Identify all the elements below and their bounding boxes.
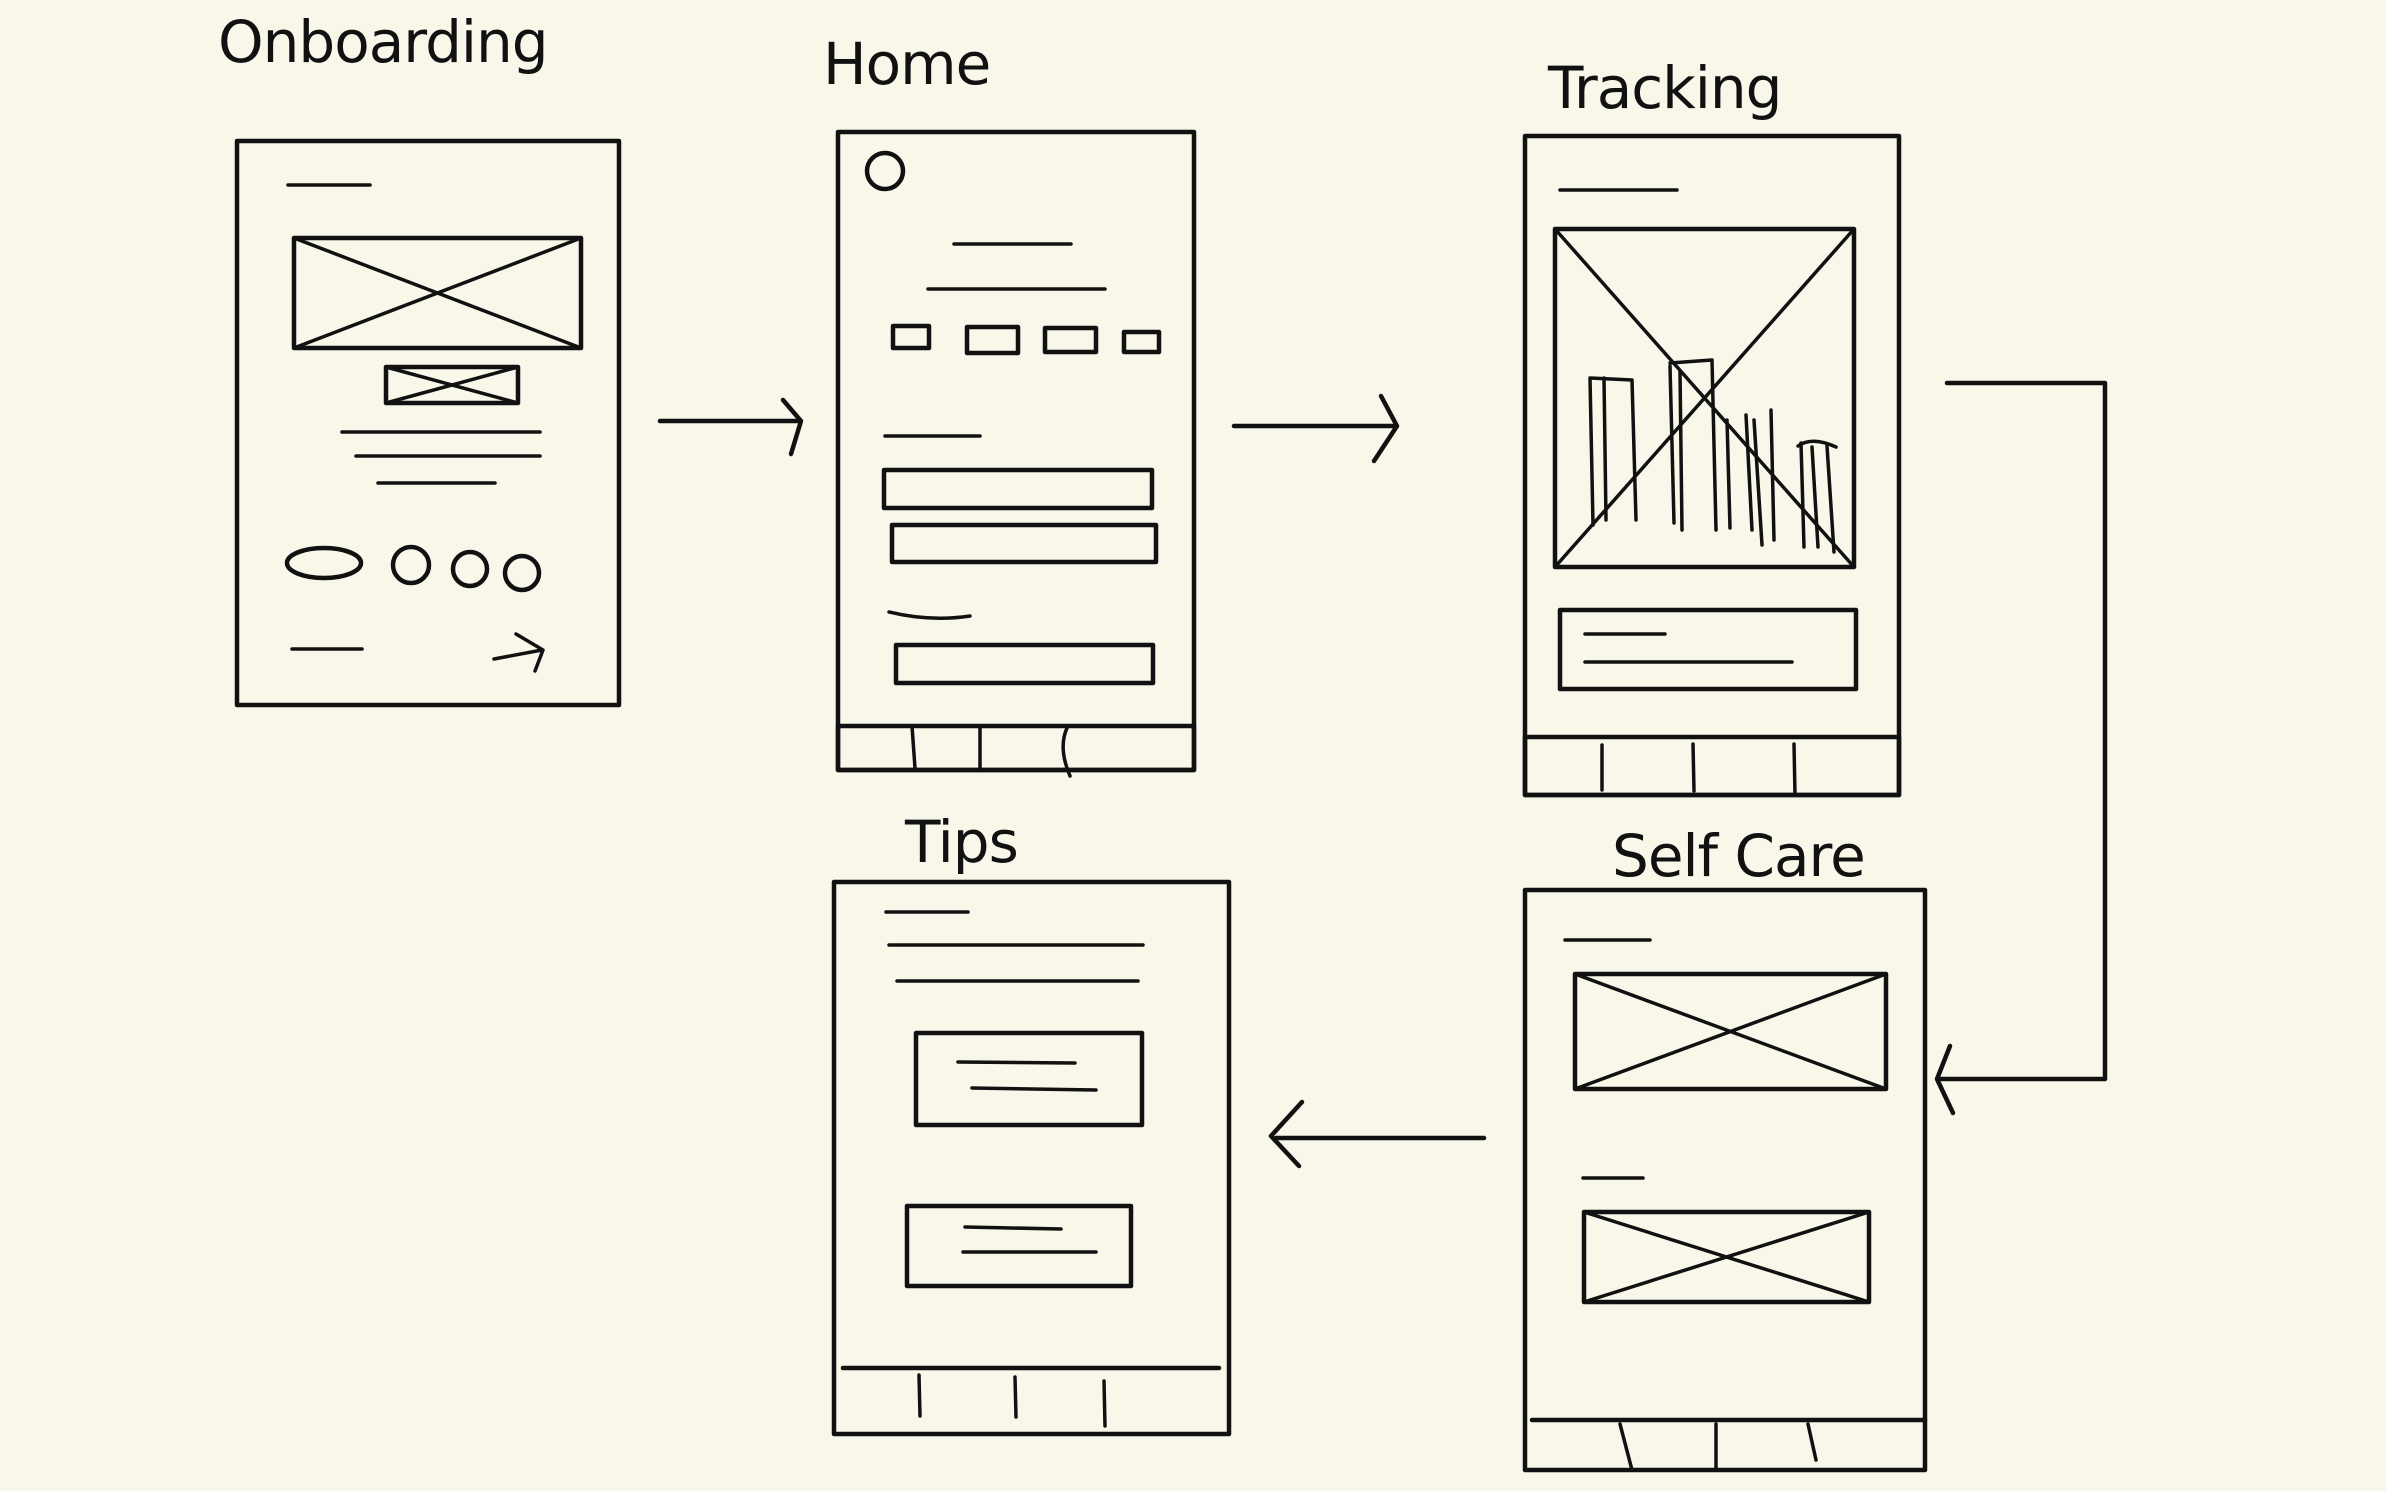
bar-sketch — [1588, 358, 1838, 554]
flow-arrow-tracking-to-self-care — [1934, 380, 2108, 1116]
image-placeholder — [383, 364, 521, 406]
screen-home: Home — [823, 30, 1197, 778]
chart-image-placeholder — [1552, 226, 1857, 570]
phone-frame — [835, 129, 1197, 773]
avatar — [864, 150, 906, 192]
page-indicator-active — [284, 545, 364, 581]
chip — [890, 323, 932, 351]
card — [893, 642, 1156, 686]
phone-frame — [1522, 133, 1902, 798]
flow-arrow-self-care-to-tips — [1268, 1099, 1487, 1169]
chip — [964, 324, 1021, 356]
screen-title-home: Home — [823, 30, 990, 98]
flow-arrow-home-to-tracking — [1231, 393, 1400, 464]
bottom-tab-bar — [1522, 734, 1902, 798]
page-indicator-dot — [450, 549, 490, 589]
card — [889, 522, 1159, 565]
next-arrow-icon — [492, 632, 545, 673]
chip — [1042, 325, 1099, 355]
image-placeholder — [1581, 1209, 1872, 1305]
tip-card — [913, 1030, 1145, 1128]
flow-arrow-onboarding-to-home — [657, 397, 804, 457]
page-indicator-dot — [390, 544, 432, 586]
screen-title-tips: Tips — [904, 808, 1018, 876]
bottom-tab-bar — [1529, 1417, 1928, 1472]
card — [881, 467, 1155, 511]
screen-title-tracking: Tracking — [1547, 54, 1781, 122]
phone-frame — [1522, 887, 1928, 1473]
screen-tips: Tips — [831, 808, 1232, 1437]
stats-card — [1557, 607, 1859, 692]
phone-frame — [234, 138, 622, 708]
screen-self-care: Self Care — [1522, 822, 1928, 1473]
bottom-tab-bar — [840, 1365, 1222, 1428]
image-placeholder — [291, 235, 584, 351]
screen-title-self-care: Self Care — [1612, 822, 1865, 890]
phone-frame — [831, 879, 1232, 1437]
section-label-line — [887, 610, 972, 620]
chip — [1121, 329, 1162, 355]
tip-card — [904, 1203, 1134, 1289]
image-placeholder — [1572, 971, 1889, 1092]
bottom-tab-bar — [835, 723, 1197, 778]
screen-tracking: Tracking — [1522, 54, 1902, 798]
page-indicator-dot — [502, 553, 542, 593]
screen-title-onboarding: Onboarding — [218, 8, 548, 76]
screen-onboarding: Onboarding — [218, 8, 622, 708]
